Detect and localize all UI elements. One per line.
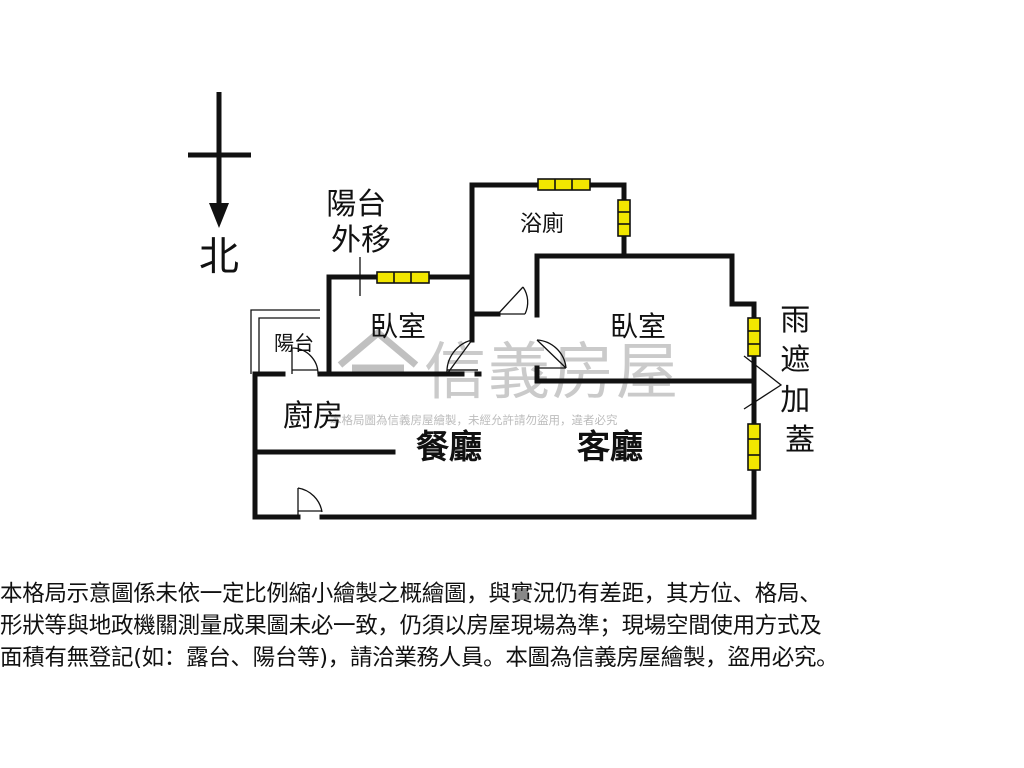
label-dining: 餐廳 <box>416 427 482 466</box>
disclaimer-text: 本格局示意圖係未依一定比例縮小繪製之概繪圖，與實況仍有差距，其方位、格局、 形狀… <box>0 581 839 671</box>
window-bedroom-right <box>747 317 761 357</box>
windows <box>376 178 761 471</box>
room-labels: 陽台 外移 浴廁 臥室 臥室 陽台 廚房 餐廳 客廳 雨 遮 加 蓋 <box>274 187 820 466</box>
window-living <box>747 423 761 471</box>
watermark-notice: 本格局圖為信義房屋繪製，未經允許請勿盜用，違者必究 <box>330 413 618 427</box>
label-bedroom-right: 臥室 <box>610 310 666 343</box>
compass-arrow-icon <box>209 203 229 228</box>
label-canopy: 雨 遮 加 蓋 <box>780 303 820 458</box>
label-kitchen: 廚房 <box>283 399 343 434</box>
floor-plan: 北 信義房屋 本格局圖為信義房屋繪製，未經允許請勿盜用，違者必究 <box>188 92 820 520</box>
north-compass: 北 <box>188 92 251 280</box>
label-bathroom: 浴廁 <box>520 212 564 237</box>
door-entrance <box>297 487 323 517</box>
door-bedroom-right <box>536 339 567 369</box>
window-bedroom-left <box>376 271 430 284</box>
north-label: 北 <box>199 234 239 280</box>
label-canopy-line2: 遮 <box>780 343 810 378</box>
door-bedroom-left <box>446 339 478 375</box>
label-canopy-line4: 蓋 <box>785 423 815 458</box>
doors <box>291 286 567 517</box>
label-bedroom-left: 臥室 <box>370 310 426 343</box>
watermark-logo-icon <box>337 328 419 372</box>
door-balcony <box>291 347 319 375</box>
label-canopy-line1: 雨 <box>780 303 810 338</box>
label-balcony-moved: 陽台 外移 <box>326 187 396 258</box>
label-balcony-moved-line2: 外移 <box>331 223 391 258</box>
annotation-lines <box>359 257 783 410</box>
label-living: 客廳 <box>577 427 643 466</box>
door-bathroom <box>497 286 529 315</box>
balcony-outline <box>250 309 320 374</box>
label-balcony-moved-line1: 陽台 <box>326 187 386 222</box>
window-bathroom-right <box>617 199 631 237</box>
window-bathroom-top <box>537 178 591 191</box>
canopy-marker <box>743 355 783 410</box>
label-canopy-line3: 加 <box>780 383 810 418</box>
label-balcony: 陽台 <box>274 331 314 355</box>
